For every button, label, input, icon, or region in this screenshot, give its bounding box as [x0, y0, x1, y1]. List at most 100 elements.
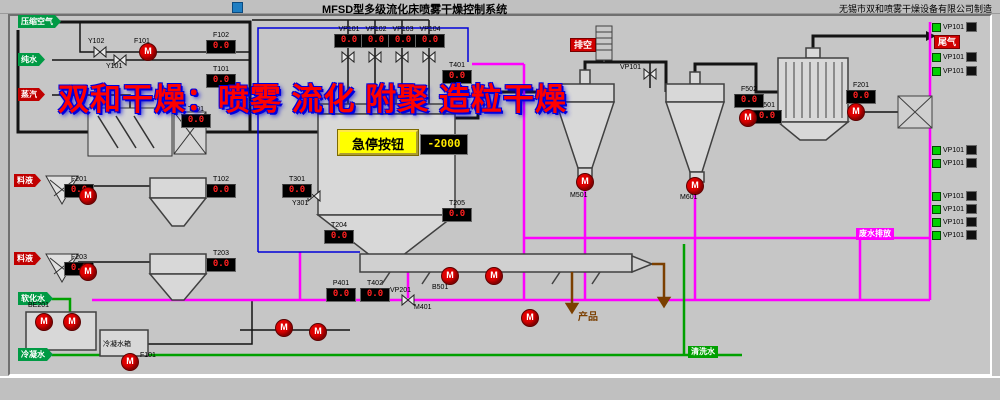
equipment-label: BE201 [28, 302, 50, 309]
valve-icon [966, 22, 978, 32]
valve-row-label: VP101 [943, 159, 965, 167]
control-bar: 3 清洗等待状态 自动开始 自动停止 消 报警音 喷雾 CIP 喷雾设置 清洗设… [0, 376, 1000, 400]
valve-status-led [932, 52, 941, 62]
instrument-tag: P401 [332, 280, 350, 287]
valve-status-led [932, 158, 941, 168]
valve-row-label: VP101 [943, 146, 965, 154]
valve-tag-y301: Y301 [292, 200, 309, 207]
page-title: MFSD型多级流化床喷雾干燥控制系统 [322, 4, 508, 16]
motor-pump[interactable]: M [521, 309, 539, 327]
valve-status-led [932, 145, 941, 155]
instrument-value: 0.0 [206, 258, 236, 272]
instrument-tag: T402 [367, 280, 383, 287]
valve-status-led [932, 191, 941, 201]
instrument-value: 0.0 [360, 288, 390, 302]
valve-icon [966, 217, 978, 227]
source-tag: 压缩空气 [18, 15, 61, 28]
instrument-value: 0.0 [415, 34, 445, 48]
instrument-tag: T201 [188, 106, 204, 113]
source-tag: 冷凝水 [18, 348, 53, 361]
exhaust-box [897, 95, 933, 129]
instrument-value: 0.0 [846, 90, 876, 104]
emergency-stop-button[interactable]: 急停按钮 [338, 130, 418, 155]
equipment-label: M501 [570, 192, 588, 199]
equipment-label: B501 [432, 284, 449, 291]
motor-pump[interactable]: M [275, 319, 293, 337]
instrument-tag: F203 [71, 254, 87, 261]
instrument-value: 0.0 [282, 184, 312, 198]
valve-tag-vp101: VP101 [620, 64, 642, 71]
instrument-value: 0.0 [206, 40, 236, 54]
instrument-tag: T401 [449, 62, 465, 69]
motor-pump[interactable]: M [309, 323, 327, 341]
valve-status-led [932, 230, 941, 240]
valve-row-vp101[interactable]: VP101 [932, 158, 978, 168]
valve-icon [966, 230, 978, 240]
valve-status-led [932, 66, 941, 76]
valve-icon [966, 66, 978, 76]
valve-row-vp101[interactable]: VP101 [932, 22, 978, 32]
valve-row-vp101[interactable]: VP101 [932, 230, 978, 240]
instrument-value: 0.0 [334, 34, 364, 48]
equipment-label: 废水排放 [856, 228, 894, 240]
valve-row-vp101[interactable]: VP101 [932, 191, 978, 201]
source-tag: 蒸汽 [18, 88, 45, 101]
motor-pump[interactable]: M [63, 313, 81, 331]
motor-pump[interactable]: M [79, 263, 97, 281]
valve-row-label: VP101 [943, 23, 965, 31]
valve-tag-vp201: VP201 [390, 287, 412, 294]
pipes-blue [257, 27, 469, 253]
motor-pump[interactable]: M [121, 353, 139, 371]
motor-pump[interactable]: M [139, 43, 157, 61]
valve-row-vp101[interactable]: VP101 [932, 52, 978, 62]
instrument-value: 0.0 [181, 114, 211, 128]
equipment-label: M601 [680, 194, 698, 201]
bag-filter [775, 47, 851, 141]
instrument-tag: VP104 [419, 26, 441, 33]
instrument-value: 0.0 [442, 70, 472, 84]
valve-icon [966, 145, 978, 155]
valve-status-led [932, 217, 941, 227]
motor-pump[interactable]: M [79, 187, 97, 205]
equipment-label: 产品 [578, 312, 598, 323]
instrument-tag: F201 [71, 176, 87, 183]
equipment-label: 清洗水 [688, 346, 718, 358]
valve-tag-y101: Y101 [106, 63, 123, 70]
instrument-value: 0.0 [388, 34, 418, 48]
valve [401, 293, 415, 307]
motor-pump[interactable]: M [485, 267, 503, 285]
source-tag: 料液 [14, 174, 41, 187]
motor-pump[interactable]: M [441, 267, 459, 285]
motor-pump[interactable]: M [35, 313, 53, 331]
valve-row-vp101[interactable]: VP101 [932, 204, 978, 214]
valve-icon [966, 158, 978, 168]
motor-pump[interactable]: M [739, 109, 757, 127]
valve-row-vp101[interactable]: VP101 [932, 66, 978, 76]
valve [395, 50, 409, 64]
motor-pump[interactable]: M [686, 177, 704, 195]
instrument-value: 0.0 [206, 184, 236, 198]
valve-row-label: VP101 [943, 67, 965, 75]
motor-pump[interactable]: M [576, 173, 594, 191]
cyclone-1 [554, 69, 616, 179]
instrument-tag: VP102 [365, 26, 387, 33]
valve-tag-f101: F101 [134, 38, 150, 45]
instrument-value: 0.0 [206, 74, 236, 88]
pipes-water [52, 244, 742, 357]
motor-pump[interactable]: M [847, 103, 865, 121]
instrument-tag: T101 [213, 66, 229, 73]
valve [341, 50, 355, 64]
valve-row-vp101[interactable]: VP101 [932, 217, 978, 227]
level-display: -2000 [420, 134, 468, 155]
valve-icon [966, 191, 978, 201]
valve-row-vp101[interactable]: VP101 [932, 145, 978, 155]
